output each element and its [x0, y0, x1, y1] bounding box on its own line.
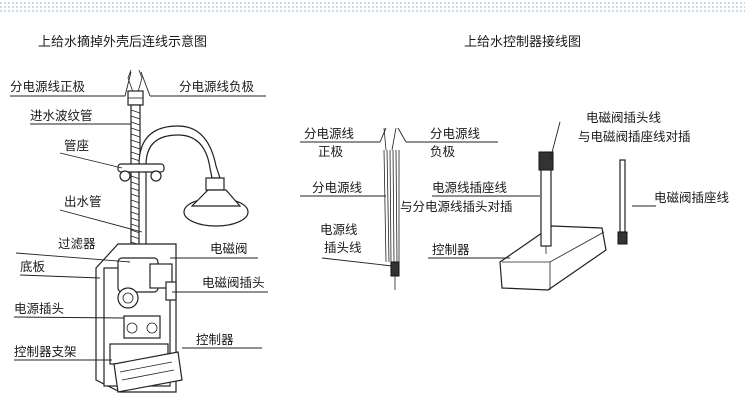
label-power-negative: 分电源线负极	[179, 79, 255, 94]
label-power-positive: 分电源线正极	[10, 79, 86, 94]
label-inlet-hose: 进水波纹管	[30, 108, 93, 123]
label-valve-plug-wire-1: 电磁阀插头线	[586, 110, 662, 125]
label-valve-socket-wire: 电磁阀插座线	[654, 190, 730, 205]
right-wiring-parts	[383, 127, 628, 291]
label-power-plug-wire-1: 电源线	[320, 222, 358, 237]
right-labels: 分电源线 正极 分电源线 负极 分电源线 电源线 插头线 电源线插座线 与分电源…	[304, 110, 730, 257]
left-leaders	[10, 71, 268, 361]
right-leaders	[300, 121, 656, 267]
label-controller-right: 控制器	[432, 242, 470, 257]
label-outlet-pipe: 出水管	[64, 194, 102, 209]
label-power-socket-wire-2: 与分电源线插头对插	[400, 199, 513, 214]
right-diagram-title: 上给水控制器接线图	[464, 34, 581, 50]
label-power-plug-wire-2: 插头线	[324, 240, 362, 255]
label-power-line-negative-1: 分电源线	[430, 126, 481, 141]
label-controller-bracket: 控制器支架	[14, 344, 77, 359]
left-diagram-title: 上给水摘掉外壳后连线示意图	[38, 34, 207, 50]
label-filter: 过滤器	[58, 236, 96, 251]
label-power-socket-wire-1: 电源线插座线	[432, 180, 508, 195]
label-power-line-positive-1: 分电源线	[304, 126, 355, 141]
label-valve-plug: 电磁阀插头	[202, 275, 265, 290]
label-pipe-seat: 管座	[64, 138, 89, 153]
label-base-plate: 底板	[20, 259, 46, 274]
label-power-line: 分电源线	[312, 180, 363, 195]
label-power-plug: 电源插头	[14, 301, 64, 316]
label-power-line-negative-2: 负极	[430, 144, 456, 159]
top-dotted-border	[0, 2, 745, 12]
left-shower-assembly	[95, 69, 249, 393]
label-power-line-positive-2: 正极	[318, 144, 344, 159]
left-labels: 分电源线正极 分电源线负极 进水波纹管 管座 出水管 过滤器 底板 电磁阀 电磁…	[10, 79, 265, 359]
label-controller-left: 控制器	[196, 332, 234, 347]
label-solenoid-valve: 电磁阀	[210, 241, 248, 256]
label-valve-plug-wire-2: 与电磁阀插座线对插	[578, 129, 691, 144]
